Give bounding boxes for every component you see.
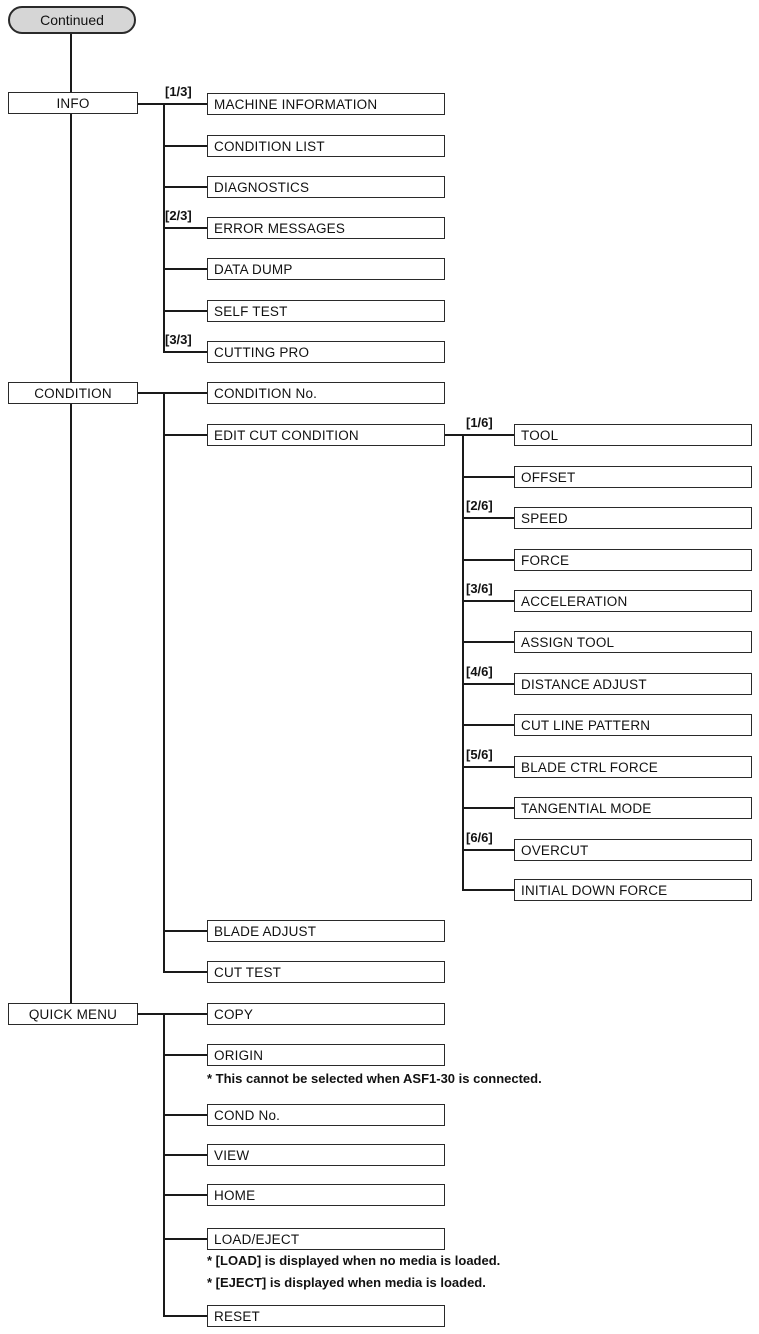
page-indicator-3-3: [3/3] (165, 332, 192, 347)
menu-box-edit-cut-condition: EDIT CUT CONDITION (207, 424, 445, 446)
menu-box-tangential-mode: TANGENTIAL MODE (514, 797, 752, 819)
menu-box-data-dump: DATA DUMP (207, 258, 445, 280)
menu-box-copy: COPY (207, 1003, 445, 1025)
menu-box-home: HOME (207, 1184, 445, 1206)
note-origin-asf: * This cannot be selected when ASF1-30 i… (207, 1071, 542, 1086)
page-indicator-2-6: [2/6] (466, 498, 493, 513)
menu-box-blade-ctrl-force: BLADE CTRL FORCE (514, 756, 752, 778)
menu-box-cut-line-pattern: CUT LINE PATTERN (514, 714, 752, 736)
page-indicator-6-6: [6/6] (466, 830, 493, 845)
menu-box-machine-information: MACHINE INFORMATION (207, 93, 445, 115)
menu-box-speed: SPEED (514, 507, 752, 529)
menu-box-cutting-pro: CUTTING PRO (207, 341, 445, 363)
menu-box-overcut: OVERCUT (514, 839, 752, 861)
menu-box-info: INFO (8, 92, 138, 114)
menu-box-condition-no: CONDITION No. (207, 382, 445, 404)
page-indicator-4-6: [4/6] (466, 664, 493, 679)
menu-box-error-messages: ERROR MESSAGES (207, 217, 445, 239)
menu-box-condition-list: CONDITION LIST (207, 135, 445, 157)
continued-pill: Continued (8, 6, 136, 34)
menu-box-quick-menu: QUICK MENU (8, 1003, 138, 1025)
menu-box-assign-tool: ASSIGN TOOL (514, 631, 752, 653)
page-indicator-2-3: [2/3] (165, 208, 192, 223)
menu-box-view: VIEW (207, 1144, 445, 1166)
menu-box-initial-down-force: INITIAL DOWN FORCE (514, 879, 752, 901)
menu-box-offset: OFFSET (514, 466, 752, 488)
page-indicator-5-6: [5/6] (466, 747, 493, 762)
page-indicator-3-6: [3/6] (466, 581, 493, 596)
menu-box-acceleration: ACCELERATION (514, 590, 752, 612)
page-indicator-1-6: [1/6] (466, 415, 493, 430)
menu-box-diagnostics: DIAGNOSTICS (207, 176, 445, 198)
menu-box-reset: RESET (207, 1305, 445, 1327)
menu-box-tool: TOOL (514, 424, 752, 446)
menu-box-condition: CONDITION (8, 382, 138, 404)
menu-box-origin: ORIGIN (207, 1044, 445, 1066)
menu-box-self-test: SELF TEST (207, 300, 445, 322)
menu-box-load-eject: LOAD/EJECT (207, 1228, 445, 1250)
menu-box-distance-adjust: DISTANCE ADJUST (514, 673, 752, 695)
page-indicator-1-3: [1/3] (165, 84, 192, 99)
menu-box-blade-adjust: BLADE ADJUST (207, 920, 445, 942)
menu-box-cond-no: COND No. (207, 1104, 445, 1126)
menu-box-force: FORCE (514, 549, 752, 571)
note-load: * [LOAD] is displayed when no media is l… (207, 1253, 501, 1268)
menu-box-cut-test: CUT TEST (207, 961, 445, 983)
note-eject: * [EJECT] is displayed when media is loa… (207, 1275, 486, 1290)
